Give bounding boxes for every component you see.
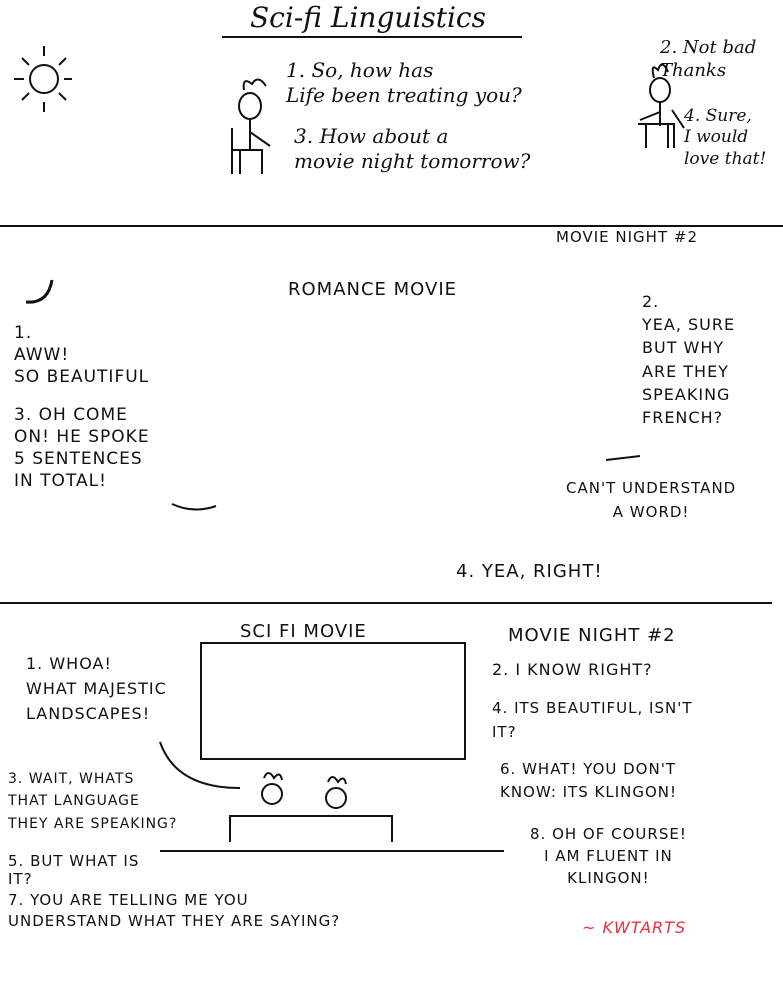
romance-dialogue-3: 3. OH COME ON! HE SPOKE 5 SENTENCES IN T… xyxy=(14,405,150,492)
right-character-drawing xyxy=(638,63,685,148)
left-character-drawing xyxy=(231,78,271,174)
dialogue-3: 3. How about a movie night tomorrow? xyxy=(294,124,531,173)
romance-dialogue-2: 2. YEA, SURE BUT WHY ARE THEY SPEAKING F… xyxy=(642,292,736,427)
scifi-dialogue-4: 4. ITS BEAUTIFUL, ISN'T IT? xyxy=(492,699,693,741)
romance-movie-heading: ROMANCE MOVIE xyxy=(288,279,458,300)
scifi-dialogue-7: 7. YOU ARE TELLING ME YOU UNDERSTAND WHA… xyxy=(8,891,341,930)
movie-screen xyxy=(200,642,466,760)
divider-2 xyxy=(0,602,772,604)
audience-drawing xyxy=(229,772,393,842)
divider-1 xyxy=(0,225,783,227)
artist-signature: ~ KWTARTS xyxy=(582,918,687,937)
pointer-stroke xyxy=(605,455,641,461)
smile-stroke xyxy=(171,503,217,511)
scifi-dialogue-8: 8. OH OF COURSE! I AM FLUENT IN KLINGON! xyxy=(530,825,687,887)
dialogue-1: 1. So, how has Life been treating you? xyxy=(286,58,522,107)
sun-icon xyxy=(14,46,72,112)
moon-icon xyxy=(25,279,54,304)
scifi-dialogue-1: 1. WHOA! WHAT MAJESTIC LANDSCAPES! xyxy=(26,654,167,723)
scifi-movie-label: SCI FI MOVIE xyxy=(240,621,367,642)
scifi-dialogue-3: 3. WAIT, WHATS THAT LANGUAGE THEY ARE SP… xyxy=(8,771,178,832)
scifi-dialogue-6: 6. WHAT! YOU DON'T KNOW: ITS KLINGON! xyxy=(500,760,678,801)
movie-night-label: MOVIE NIGHT #2 xyxy=(556,228,699,246)
dialogue-2: 2. Not bad Thanks xyxy=(660,37,757,82)
scifi-dialogue-2: 2. I KNOW RIGHT? xyxy=(492,660,653,679)
page-title: Sci-fi Linguistics xyxy=(250,1,486,34)
movie-night-heading: MOVIE NIGHT #2 xyxy=(508,625,676,646)
romance-dialogue-2b: CAN'T UNDERSTAND A WORD! xyxy=(566,479,737,521)
floor-line xyxy=(160,850,504,852)
romance-dialogue-1: 1. AWW! SO BEAUTIFUL xyxy=(14,323,150,388)
title-underline xyxy=(222,36,522,38)
scifi-dialogue-5: 5. BUT WHAT IS IT? xyxy=(8,852,140,888)
pointer-curve xyxy=(159,741,241,789)
romance-dialogue-4: 4. YEA, RIGHT! xyxy=(456,561,603,582)
dialogue-4: 4. Sure, I would love that! xyxy=(684,106,767,169)
